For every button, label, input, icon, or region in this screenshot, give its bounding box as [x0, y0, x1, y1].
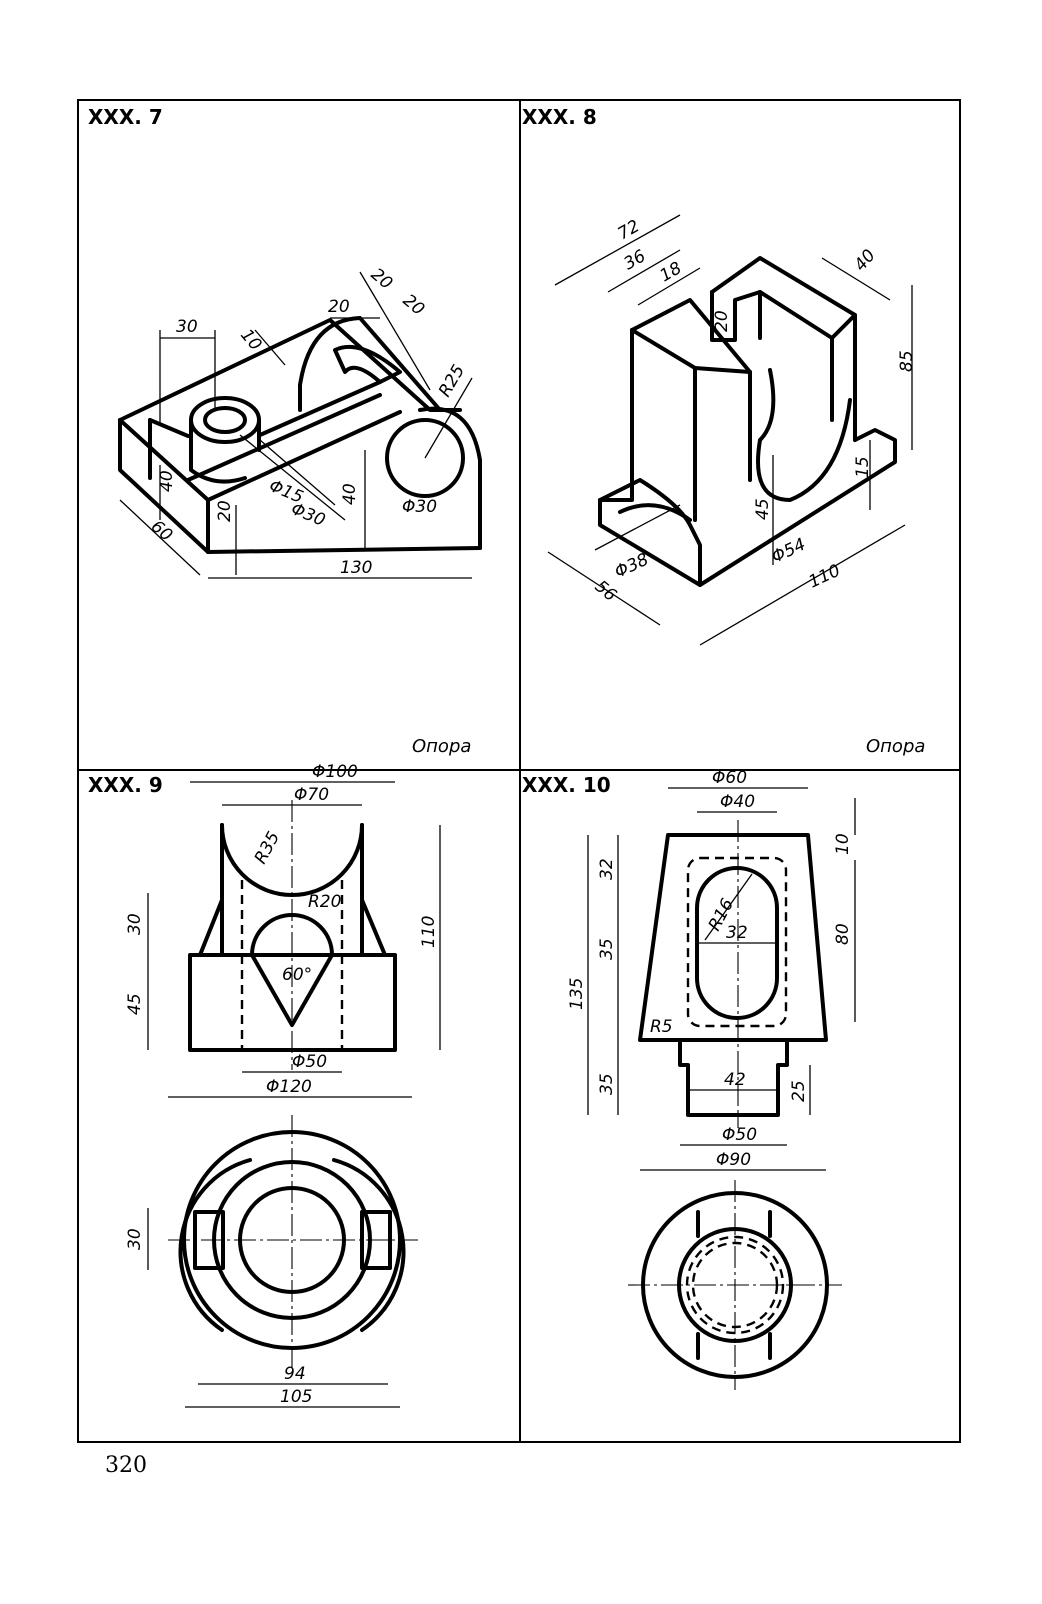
top-view-9: [168, 1115, 418, 1368]
dim-72: 72: [615, 216, 644, 244]
panel-xxx9: XXX. 9: [88, 762, 441, 1408]
dim-40-left: 40: [157, 470, 177, 492]
dim-94: 94: [284, 1364, 306, 1384]
panel-caption: Опора: [866, 736, 925, 757]
dimension-lines-7: [119, 271, 473, 579]
dim-45: 45: [125, 993, 145, 1015]
dim-105: 105: [280, 1387, 312, 1407]
dim-56: 56: [591, 577, 621, 606]
support-bracket-drawing: [598, 256, 897, 587]
dim-135: 135: [567, 978, 587, 1010]
dim-phi100: Φ100: [312, 762, 358, 782]
dim-10: 10: [236, 325, 265, 354]
dim-18: 18: [657, 258, 686, 286]
dim-35-top: 35: [597, 938, 617, 960]
panel-xxx8: XXX. 8 Опора: [522, 105, 925, 757]
dim-42: 42: [724, 1070, 746, 1090]
dim-20-right: 20: [399, 291, 428, 320]
dim-phi50: Φ50: [722, 1125, 757, 1145]
dim-phi30-lug: Φ30: [402, 497, 437, 517]
dim-20-base: 20: [215, 500, 235, 522]
dimension-values-10: Φ60 Φ40 10 32 R16 32 35 80 135 R5 42 35 …: [567, 768, 853, 1170]
dim-25: 25: [789, 1080, 809, 1102]
dim-phi90: Φ90: [716, 1150, 751, 1170]
dim-30: 30: [176, 317, 198, 337]
dim-32-vert: 32: [597, 858, 617, 880]
dim-10: 10: [833, 833, 853, 855]
dim-phi40: Φ40: [720, 792, 755, 812]
dim-110: 110: [806, 561, 844, 593]
dim-80: 80: [833, 923, 853, 945]
dimension-lines-10: [587, 787, 856, 1171]
dim-85: 85: [897, 350, 917, 372]
dim-45: 45: [753, 498, 773, 520]
dim-130: 130: [340, 558, 372, 578]
panel-caption: Опора: [412, 736, 471, 757]
panel-xxx7: XXX. 7 Опора: [88, 105, 482, 757]
dim-20-slot: 20: [328, 297, 350, 317]
dim-r5: R5: [650, 1017, 673, 1037]
page-number: 320: [105, 1453, 147, 1478]
dim-40: 40: [851, 246, 880, 275]
dim-20: 20: [712, 310, 732, 332]
front-view-9: [188, 800, 397, 1070]
dim-phi70: Φ70: [294, 785, 329, 805]
dim-r35: R35: [251, 828, 284, 867]
dimension-lines-8: [547, 214, 913, 646]
panel-label: XXX. 8: [522, 105, 597, 129]
dim-phi50: Φ50: [292, 1052, 327, 1072]
dim-r20: R20: [308, 892, 341, 912]
dim-r25: R25: [435, 362, 469, 401]
panel-xxx10: XXX. 10: [522, 768, 856, 1390]
dim-35-bottom: 35: [597, 1073, 617, 1095]
dimension-lines-9: [147, 781, 441, 1408]
panel-label: XXX. 10: [522, 773, 611, 797]
dim-30-side: 30: [125, 1228, 145, 1250]
panel-label: XXX. 7: [88, 105, 163, 129]
dim-phi120: Φ120: [266, 1077, 312, 1097]
dim-phi60: Φ60: [712, 768, 747, 788]
dim-20-top: 20: [367, 265, 396, 294]
dim-32-width: 32: [726, 923, 748, 943]
dim-40-right: 40: [340, 483, 360, 505]
dim-110: 110: [419, 916, 439, 948]
dim-60deg: 60°: [282, 965, 312, 985]
dim-30-top: 30: [125, 913, 145, 935]
dim-phi30-boss: Φ30: [288, 499, 328, 531]
dimension-values-9: Φ100 Φ70 R35 R20 30 60° 45 110 Φ50 Φ120 …: [125, 762, 439, 1407]
top-view-10: [628, 1180, 842, 1390]
panel-label: XXX. 9: [88, 773, 163, 797]
dim-15: 15: [853, 456, 873, 478]
